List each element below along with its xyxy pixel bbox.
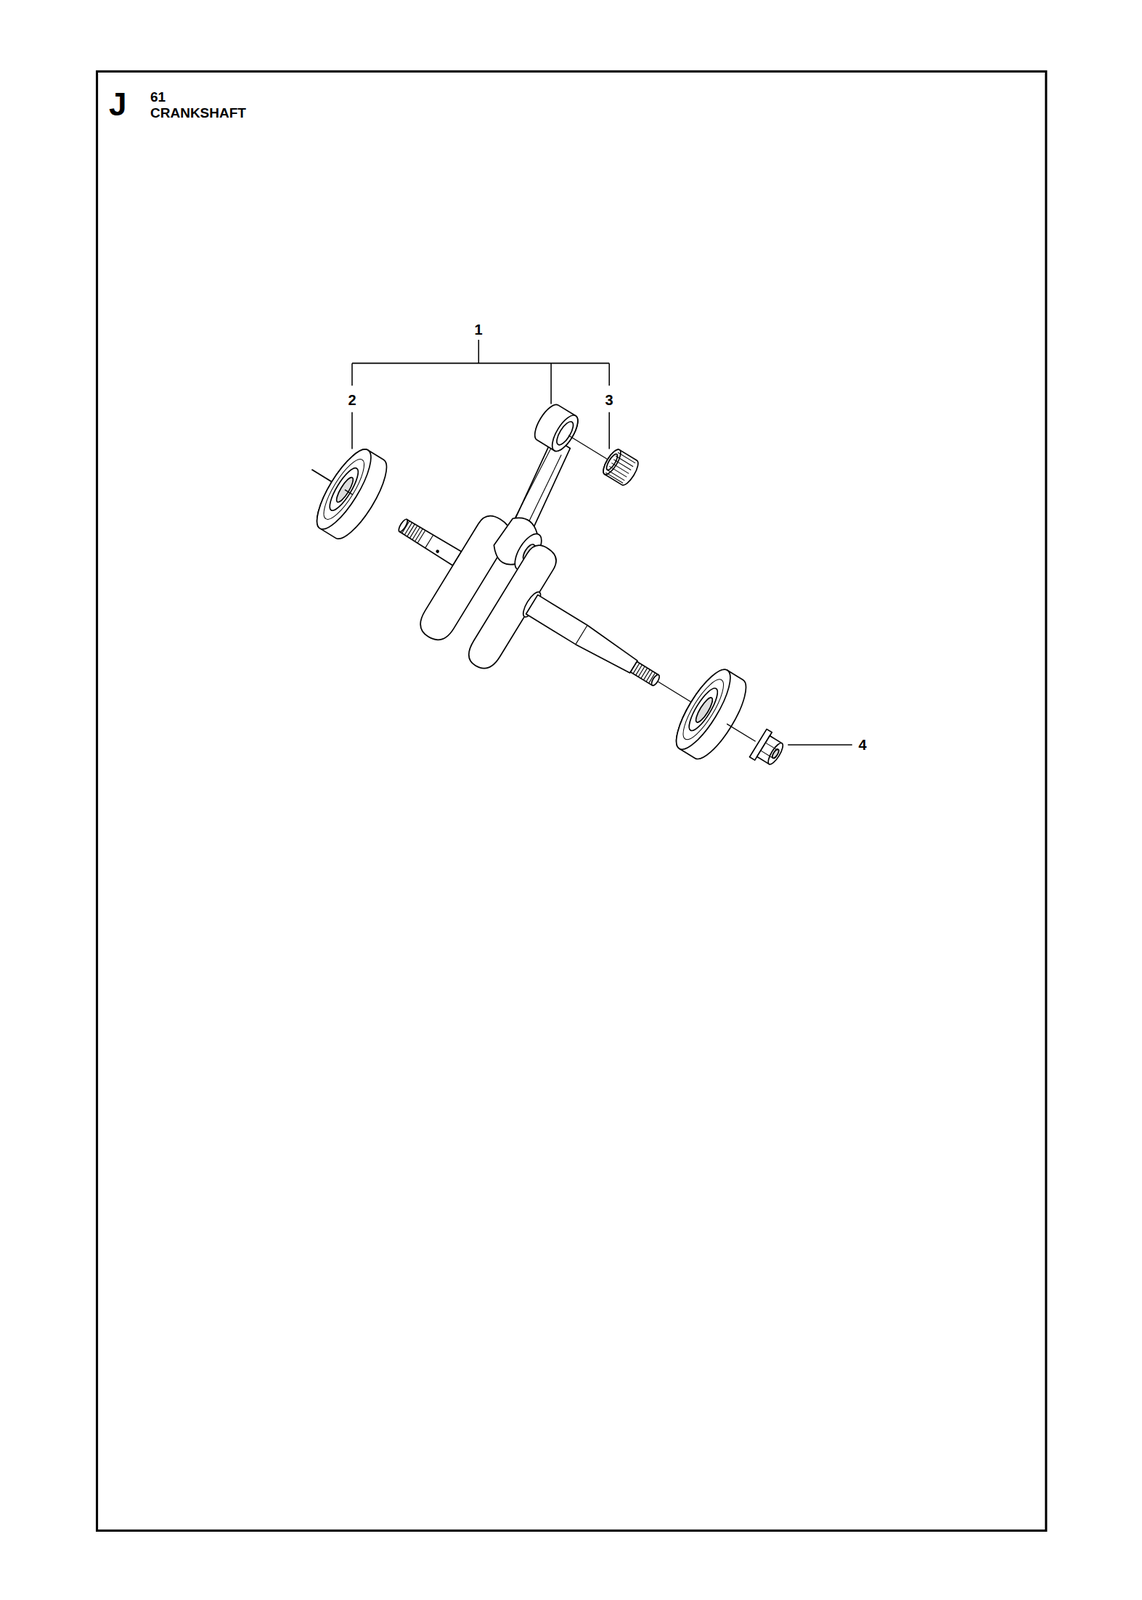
callout-number: 1 bbox=[474, 322, 483, 337]
crankshaft-assembly bbox=[269, 312, 876, 826]
section-title: CRANKSHAFT bbox=[150, 105, 247, 120]
section-letter: J bbox=[108, 88, 127, 121]
callout-number: 2 bbox=[347, 392, 356, 408]
callout-number: 4 bbox=[858, 737, 867, 753]
section-number: 61 bbox=[150, 90, 166, 104]
callout-number: 3 bbox=[604, 392, 613, 408]
page-border bbox=[97, 71, 1047, 1531]
leader-lines bbox=[352, 339, 853, 745]
